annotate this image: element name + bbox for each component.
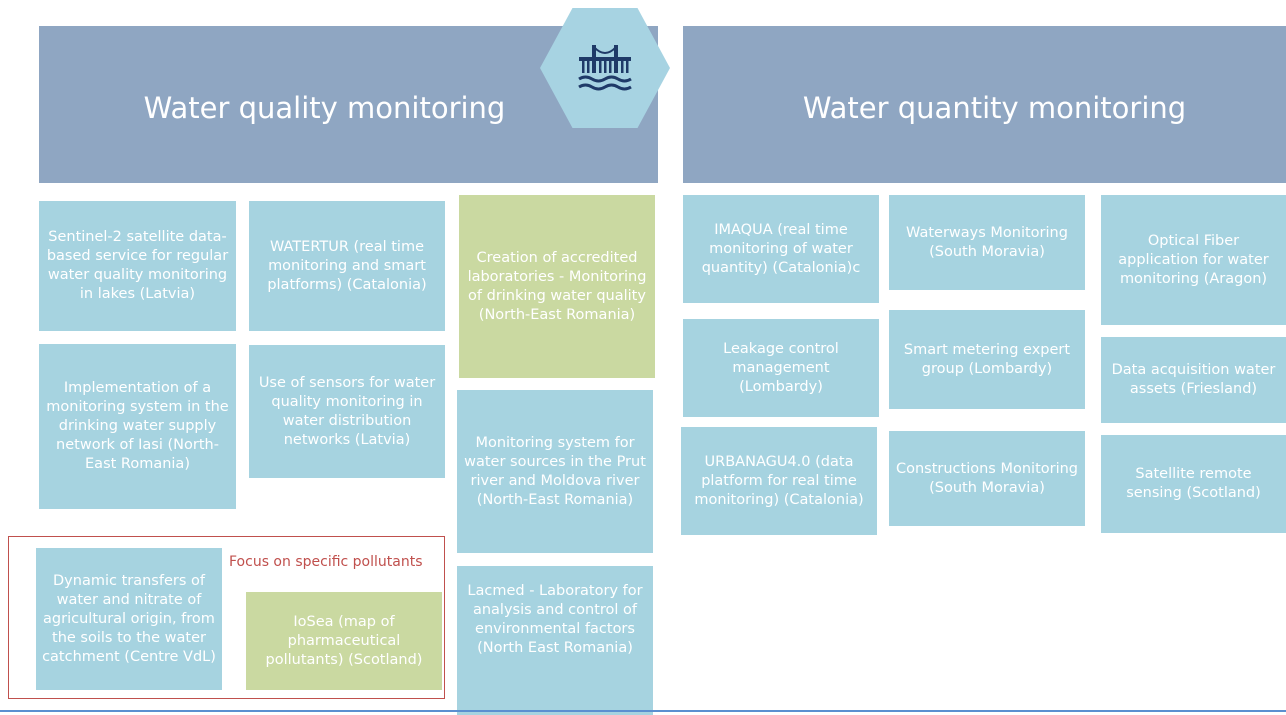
quantity-item-urbanagu: URBANAGU4.0 (data platform for real time… — [681, 427, 877, 535]
quality-item-watertur: WATERTUR (real time monitoring and smart… — [249, 201, 445, 331]
quantity-item-constructions: Constructions Monitoring (South Moravia) — [889, 431, 1085, 526]
focus-item-nitrate: Dynamic transfers of water and nitrate o… — [36, 548, 222, 690]
quantity-item-optical-fiber: Optical Fiber application for water moni… — [1101, 195, 1286, 325]
quality-item-sentinel: Sentinel-2 satellite data-based service … — [39, 201, 236, 331]
quantity-item-imaqua: IMAQUA (real time monitoring of water qu… — [683, 195, 879, 303]
quality-item-lacmed: Lacmed - Laboratory for analysis and con… — [457, 566, 653, 715]
bridge-water-icon — [578, 45, 632, 91]
bottom-divider — [0, 710, 1286, 712]
quantity-item-satellite-sensing: Satellite remote sensing (Scotland) — [1101, 435, 1286, 533]
quality-item-prut-moldova: Monitoring system for water sources in t… — [457, 390, 653, 553]
quantity-item-leakage: Leakage control management (Lombardy) — [683, 319, 879, 417]
quantity-item-waterways: Waterways Monitoring (South Moravia) — [889, 195, 1085, 290]
water-quality-title: Water quality monitoring — [143, 90, 506, 125]
focus-highlight-frame — [8, 536, 445, 699]
water-quantity-title: Water quantity monitoring — [802, 90, 1187, 125]
quality-item-sensors-latvia: Use of sensors for water quality monitor… — [249, 345, 445, 478]
focus-label: Focus on specific pollutants — [229, 554, 423, 570]
quantity-item-smart-metering: Smart metering expert group (Lombardy) — [889, 310, 1085, 409]
water-quantity-header: Water quantity monitoring — [683, 26, 1286, 183]
quality-item-accredited-labs: Creation of accredited laboratories - Mo… — [459, 195, 655, 378]
focus-item-iosea: IoSea (map of pharmaceutical pollutants)… — [246, 592, 442, 690]
quantity-item-data-acquisition: Data acquisition water assets (Friesland… — [1101, 337, 1286, 423]
quality-item-iasi: Implementation of a monitoring system in… — [39, 344, 236, 509]
hexagon-badge — [540, 8, 670, 128]
